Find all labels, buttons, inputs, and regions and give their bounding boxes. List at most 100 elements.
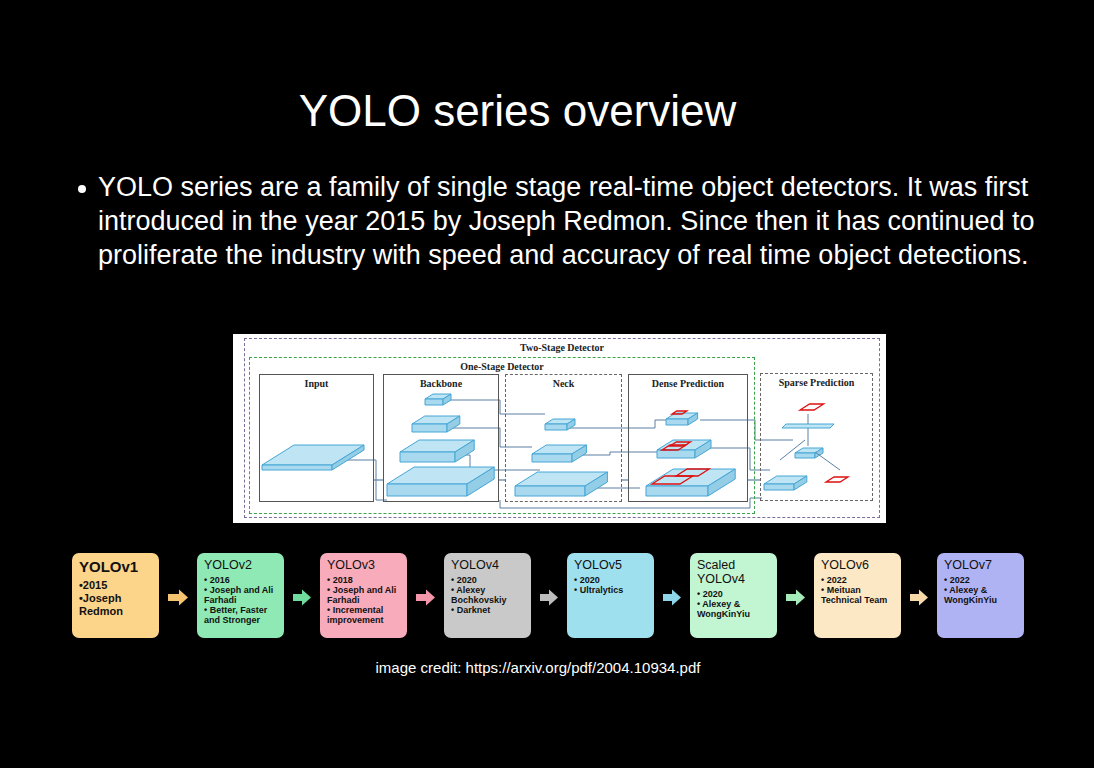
feature-map-side	[572, 445, 586, 462]
feature-map-side	[443, 394, 451, 405]
version-detail: • 2022	[821, 575, 896, 585]
version-detail: • Alexey & WongKinYiu	[697, 599, 772, 619]
timeline-arrow	[293, 590, 311, 606]
feature-map-front	[425, 399, 443, 405]
region-label: Dense Prediction	[629, 375, 747, 390]
timeline-box: YOLOv2 • 2016• Joseph and Ali Farhadi• Be…	[197, 553, 284, 638]
one-stage-region: One-Stage DetectorInput Backbone Neck Dense…	[249, 357, 755, 514]
feature-link	[443, 400, 545, 414]
feature-map-front	[545, 424, 567, 430]
region-label: Backbone	[384, 375, 498, 390]
slide-title: YOLO series overview	[200, 84, 835, 138]
version-name: YOLOv4	[451, 558, 526, 572]
version-detail: • Alexey Bochkovskiy	[451, 585, 526, 605]
neck-box: Neck	[505, 374, 622, 502]
version-detail: • 2020	[574, 575, 649, 585]
feature-vector	[782, 424, 834, 428]
feature-map-side	[455, 440, 474, 462]
input-box: Input	[259, 374, 374, 502]
backbone-box: Backbone	[383, 374, 499, 502]
bullet-text: YOLO series are a family of single stage…	[98, 170, 1058, 272]
version-detail: • Joseph and Ali Farhadi	[204, 585, 279, 605]
feature-link	[340, 460, 387, 500]
timeline-box: YOLOv1 •2015•Joseph Redmon	[72, 553, 159, 638]
feature-map-front	[400, 452, 455, 462]
prediction-box	[652, 476, 693, 484]
feature-map-front	[646, 486, 708, 496]
timeline-box: Scaled YOLOv4 • 2020• Alexey & WongKinYiu	[690, 553, 777, 638]
region-label: Input	[260, 375, 373, 390]
prediction-box	[826, 477, 848, 482]
feature-map-front	[515, 486, 585, 496]
version-name: YOLOv1	[79, 558, 154, 575]
feature-link	[700, 420, 793, 440]
feature-link	[780, 440, 805, 460]
feature-link	[500, 498, 762, 508]
region-label: Sparse Prediction	[761, 374, 872, 389]
image-credit: image credit: https://arxiv.org/pdf/2004…	[300, 658, 776, 678]
version-detail: • Meituan Technical Team	[821, 585, 896, 605]
feature-map-side	[447, 416, 460, 432]
feature-map-front	[764, 484, 794, 490]
region-label: One-Stage Detector	[250, 358, 754, 373]
version-name: YOLOv5	[574, 558, 649, 572]
version-name: Scaled YOLOv4	[697, 558, 772, 586]
version-name: YOLOv6	[821, 558, 896, 572]
timeline-arrow	[663, 590, 681, 606]
feature-link	[815, 452, 840, 470]
timeline-box: YOLOv3 • 2018• Joseph and Ali Farhadi• In…	[320, 553, 407, 638]
feature-map-front	[666, 419, 688, 425]
version-detail: • Joseph and Ali Farhadi	[327, 585, 402, 605]
feature-map-side	[467, 467, 494, 496]
timeline-box: YOLOv5 • 2020• Ultralytics	[567, 553, 654, 638]
version-detail: • 2018	[327, 575, 402, 585]
prediction-box	[800, 404, 824, 410]
feature-map-side	[585, 472, 607, 496]
feature-map-front	[657, 450, 695, 458]
version-detail: • Better, Faster and Stronger	[204, 605, 279, 625]
timeline-arrow	[540, 590, 558, 606]
prediction-box	[672, 411, 687, 414]
feature-map-side	[708, 469, 735, 496]
version-detail: • Alexey & WongKinYiu	[944, 585, 1019, 605]
bullet-dot	[78, 185, 86, 193]
feature-link	[808, 428, 809, 446]
dense-prediction-box: Dense Prediction	[628, 374, 748, 502]
timeline-box: YOLOv6 • 2022• Meituan Technical Team	[814, 553, 901, 638]
feature-map-side	[567, 419, 575, 430]
version-detail: • Incremental improvement	[327, 605, 402, 625]
version-name: YOLOv2	[204, 558, 279, 572]
feature-map-front	[412, 424, 447, 432]
two-stage-region: Two-Stage DetectorOne-Stage DetectorInpu…	[244, 338, 880, 518]
stage-link	[374, 479, 383, 480]
version-detail: • 2020	[697, 589, 772, 599]
timeline-arrow	[910, 590, 928, 606]
feature-map-side	[794, 476, 807, 490]
feature-map-side	[332, 445, 364, 470]
region-label: Neck	[506, 375, 621, 390]
version-detail: • 2016	[204, 575, 279, 585]
feature-map-side	[688, 413, 698, 425]
version-detail: •2015	[79, 579, 154, 592]
feature-map-front	[262, 465, 332, 470]
stage-link	[748, 479, 760, 480]
sparse-prediction-box: Sparse Prediction	[760, 373, 873, 501]
version-detail: • 2020	[451, 575, 526, 585]
version-detail: • Darknet	[451, 605, 526, 615]
feature-map-front	[532, 454, 572, 462]
timeline-box: YOLOv4 • 2020• Alexey Bochkovskiy• Darkne…	[444, 553, 531, 638]
feature-link	[808, 414, 809, 424]
version-detail: • Ultralytics	[574, 585, 649, 595]
feature-map-front	[387, 484, 467, 496]
timeline-arrow	[416, 590, 435, 606]
version-detail: •Joseph Redmon	[79, 592, 154, 618]
feature-map-front	[795, 453, 815, 458]
region-label: Two-Stage Detector	[245, 339, 879, 354]
timeline-arrow	[168, 590, 188, 606]
prediction-box	[676, 469, 709, 476]
timeline-box: YOLOv7• 2022• Alexey & WongKinYiu	[937, 553, 1024, 638]
feature-link	[560, 420, 666, 428]
timeline-arrow	[786, 590, 805, 606]
version-name: YOLOv3	[327, 558, 402, 572]
